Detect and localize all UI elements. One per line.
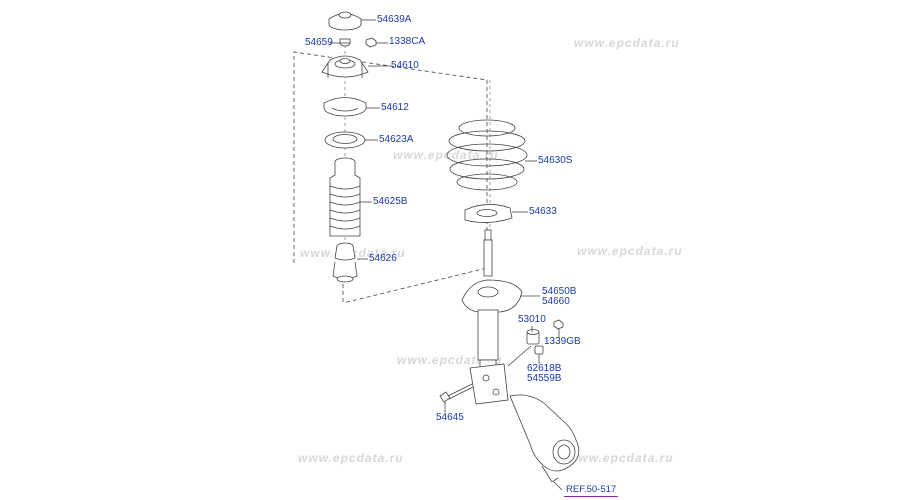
watermark: www.epcdata.ru — [577, 244, 683, 258]
part-label-54610[interactable]: 54610 — [391, 60, 419, 71]
leader-line — [553, 481, 563, 491]
part-label-54660[interactable]: 54660 — [542, 296, 570, 307]
part-label-53010[interactable]: 53010 — [518, 314, 546, 325]
strut-bearing — [323, 97, 367, 117]
hex-nut — [553, 319, 564, 330]
spring-pad — [464, 204, 513, 223]
strut-mount — [321, 55, 369, 78]
flange-nut — [365, 37, 377, 48]
part-label-62618B[interactable]: 62618B — [527, 363, 562, 374]
part-label-54639A[interactable]: 54639A — [377, 14, 412, 25]
steering-knuckle — [509, 394, 580, 483]
part-label-54645[interactable]: 54645 — [436, 412, 464, 423]
group-outline — [293, 51, 488, 304]
leader-line — [507, 345, 532, 367]
mount-cap — [328, 11, 362, 31]
reference-link[interactable]: REF.50-517 — [564, 484, 619, 497]
part-label-54650B[interactable]: 54650B — [542, 286, 577, 297]
part-label-54630S[interactable]: 54630S — [538, 155, 573, 166]
strut-bolt — [439, 383, 474, 403]
nut — [339, 38, 351, 47]
part-label-54626[interactable]: 54626 — [369, 253, 397, 264]
watermark: www.epcdata.ru — [568, 451, 674, 465]
part-label-54633[interactable]: 54633 — [529, 206, 557, 217]
watermark: www.epcdata.ru — [397, 353, 503, 367]
coil-spring — [446, 119, 528, 191]
part-label-54623A[interactable]: 54623A — [379, 134, 414, 145]
dust-boot — [329, 157, 361, 237]
part-label-1339GB[interactable]: 1339GB — [544, 336, 581, 347]
bolt-nut — [534, 345, 544, 355]
link-bushing — [526, 329, 540, 345]
part-label-54612[interactable]: 54612 — [381, 102, 409, 113]
part-label-54559B[interactable]: 54559B — [527, 373, 562, 384]
watermark: www.epcdata.ru — [393, 148, 499, 162]
spring-seat — [324, 131, 366, 149]
part-label-54625B[interactable]: 54625B — [373, 196, 408, 207]
strut-assembly — [461, 229, 523, 405]
bump-stop — [332, 242, 358, 283]
part-label-54659[interactable]: 54659 — [305, 37, 333, 48]
watermark: www.epcdata.ru — [298, 451, 404, 465]
watermark: www.epcdata.ru — [574, 36, 680, 50]
part-label-1338CA[interactable]: 1338CA — [389, 36, 426, 47]
